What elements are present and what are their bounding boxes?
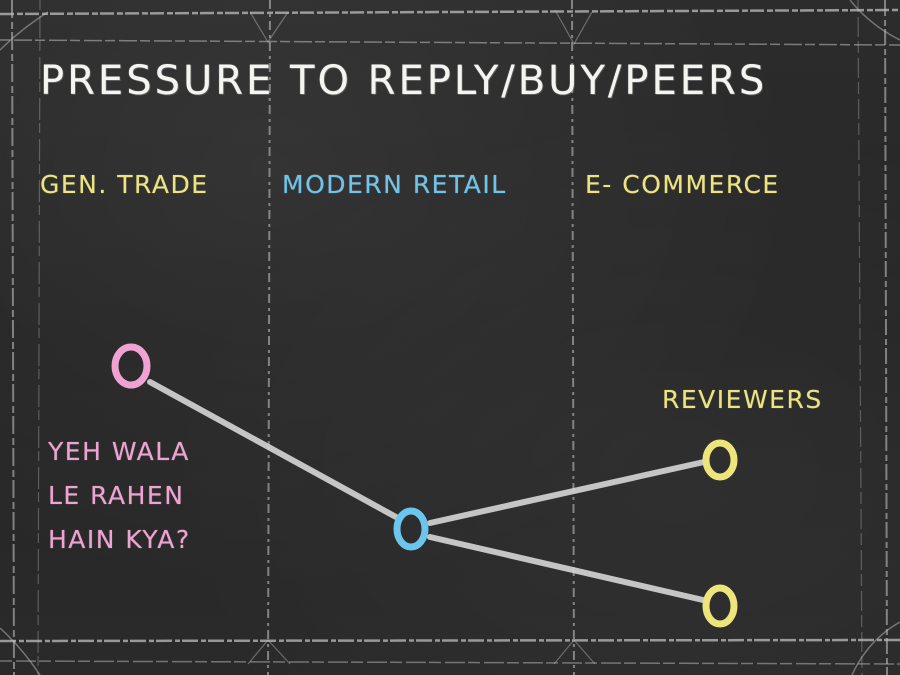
shopper-quote-line: YEH WALA <box>48 437 190 466</box>
frame-left-line-2 <box>37 0 41 675</box>
node-hub <box>393 507 429 551</box>
diagram-edges <box>147 379 707 603</box>
frame-bottom-line <box>0 638 900 643</box>
reviewers-label: REVIEWERS <box>662 385 823 414</box>
shopper-quote: YEH WALA LE RAHEN HAIN KYA? <box>48 430 191 562</box>
edge-hub-to-reviewer-2 <box>427 534 706 603</box>
diagram-nodes <box>111 343 738 628</box>
column-divider-2 <box>571 0 575 675</box>
node-reviewer-1 <box>702 439 738 481</box>
node-shopper <box>111 343 151 389</box>
frame-right-line <box>884 0 888 675</box>
frame-left-line <box>11 0 15 675</box>
edge-hub-to-reviewer-1 <box>427 459 707 526</box>
frame-zigzag-top <box>249 9 593 46</box>
frame-top-line <box>0 8 900 16</box>
frame-top-line-2 <box>0 39 900 46</box>
corner-flourish-bottom-left <box>0 627 41 675</box>
corner-flourish-top-left <box>0 11 49 51</box>
corner-flourish-top-right <box>849 0 900 41</box>
frame-bottom-line-2 <box>0 660 900 665</box>
node-reviewer-2 <box>702 584 738 628</box>
column-header-gen-trade: GEN. TRADE <box>40 170 209 199</box>
column-divider-1 <box>267 0 271 675</box>
column-header-e-commerce: E- COMMERCE <box>585 170 780 199</box>
shopper-quote-line: HAIN KYA? <box>48 525 191 554</box>
slide-title: PRESSURE TO REPLY/BUY/PEERS <box>40 58 768 104</box>
frame-zigzag-bottom <box>247 639 596 665</box>
corner-flourish-bottom-right <box>851 621 900 675</box>
frame-right-line-2 <box>857 0 863 675</box>
edge-shopper-to-hub <box>147 379 399 520</box>
column-header-modern-retail: MODERN RETAIL <box>282 170 507 199</box>
shopper-quote-line: LE RAHEN <box>48 481 185 510</box>
